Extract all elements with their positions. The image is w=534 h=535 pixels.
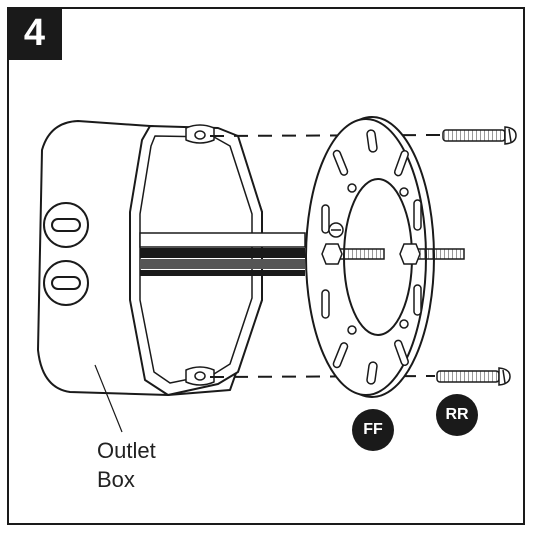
stud-icon [321,222,465,265]
ff-badge: FF [352,409,394,451]
alignment-lines [209,134,441,378]
step-number-badge: 4 [7,7,62,60]
wires [139,232,306,276]
screw-icon [436,367,511,386]
rr-badge: RR [436,394,478,436]
screw-icon [442,126,517,145]
diagram-frame [7,7,525,525]
label-leader-line [94,364,123,433]
outlet-box-label: Outlet [97,438,156,463]
outlet-box-label: Box [97,467,135,492]
